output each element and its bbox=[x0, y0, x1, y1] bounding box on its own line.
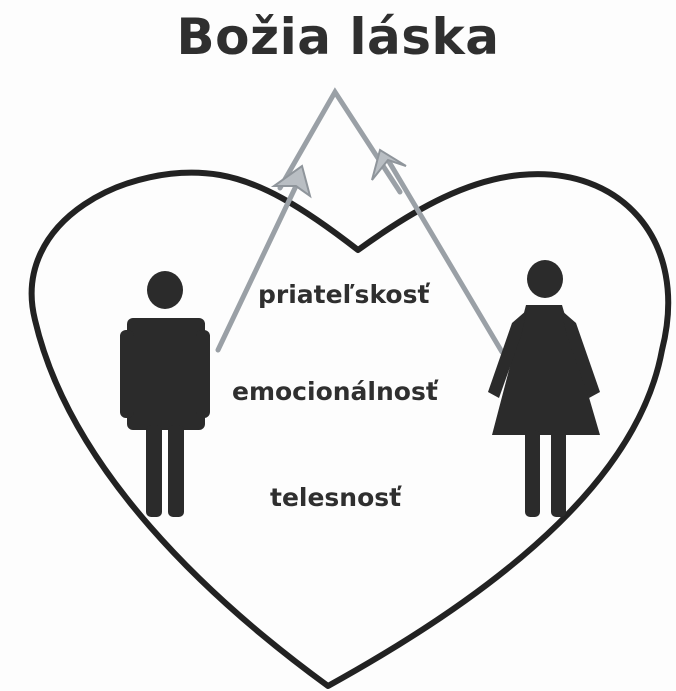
man-figure-icon bbox=[120, 271, 210, 517]
heart-outline-icon bbox=[28, 169, 672, 689]
arrowhead-icon bbox=[270, 148, 407, 199]
woman-figure-icon bbox=[488, 260, 600, 517]
diagram-title: Božia láska bbox=[176, 8, 500, 66]
label-friendship: priateľskosť bbox=[258, 280, 430, 309]
label-emotionality: emocionálnosť bbox=[232, 377, 438, 406]
arrow-icon bbox=[215, 87, 505, 355]
label-physicality: telesnosť bbox=[270, 483, 402, 512]
